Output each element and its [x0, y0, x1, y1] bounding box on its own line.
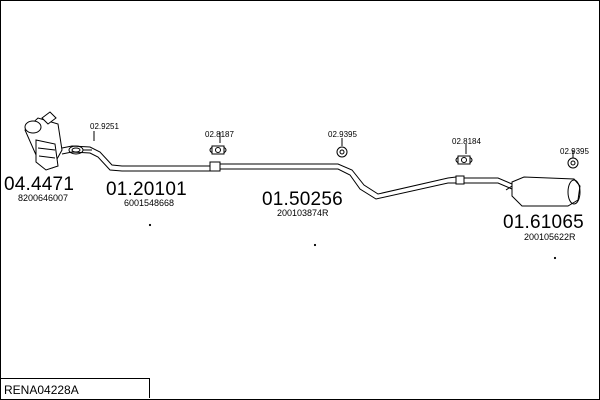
reference-code: RENA04228A — [4, 383, 79, 397]
fitting-label-hanger-1: 02.8187 — [205, 130, 234, 139]
reference-box: RENA04228A — [0, 378, 150, 398]
fitting-label-hanger-3: 02.8184 — [452, 137, 481, 146]
oe-number-middle-pipe: 200103874R — [277, 208, 329, 218]
middle-pipe-drawing — [220, 163, 465, 200]
front-pipe-drawing — [61, 145, 221, 172]
fitting-label-hanger-4: 02.9395 — [560, 147, 589, 156]
oe-number-front-pipe: 6001548668 — [124, 198, 175, 208]
clamp-fitting-drawing — [68, 131, 95, 155]
rear-silencer-drawing — [464, 176, 581, 207]
fitting-label-hanger-2: 02.9395 — [328, 130, 357, 139]
catalytic-converter-drawing — [24, 111, 63, 171]
fitting-label-clamp: 02.9251 — [90, 122, 119, 131]
oe-number-catalytic: 8200646007 — [18, 193, 69, 203]
part-number-catalytic: 04.4471 — [4, 174, 75, 195]
part-number-middle-pipe: 01.50256 — [262, 189, 343, 210]
hanger-1-drawing — [209, 132, 227, 155]
oe-number-rear-silencer: 200105622R — [524, 232, 576, 242]
hanger-3-drawing — [455, 144, 473, 165]
part-number-front-pipe: 01.20101 — [106, 179, 187, 200]
part-number-rear-silencer: 01.61065 — [503, 212, 584, 233]
hanger-4-drawing — [567, 150, 579, 169]
hanger-2-drawing — [336, 138, 348, 158]
